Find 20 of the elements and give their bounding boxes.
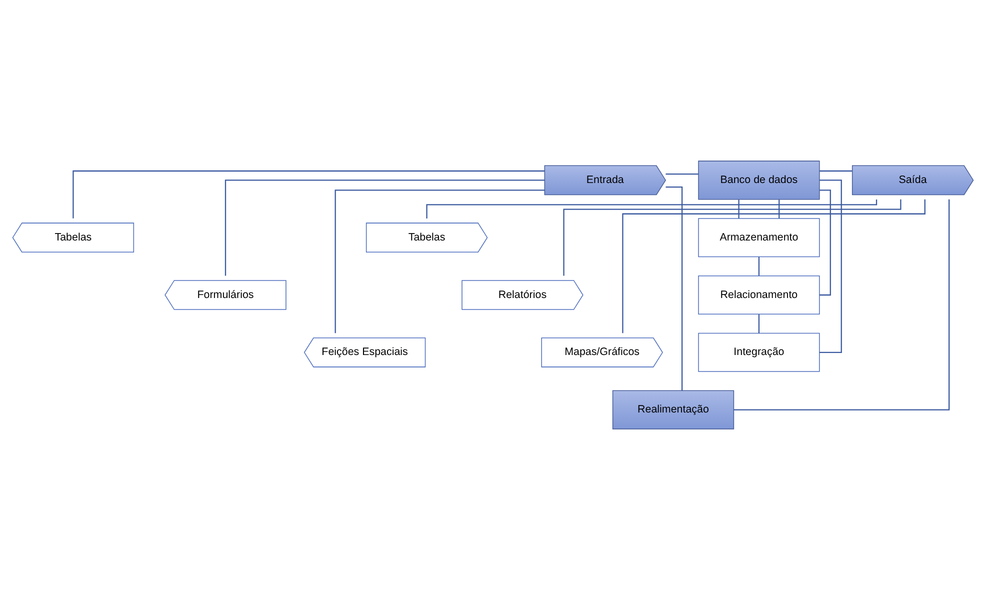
connector [820, 189, 831, 296]
node-box: Relacionamento [698, 274, 820, 314]
node-box: Realimentação [612, 390, 734, 429]
connector [224, 179, 545, 276]
connector [734, 198, 950, 410]
connector [334, 189, 545, 333]
connector [820, 170, 852, 172]
connector [622, 198, 926, 333]
node-box: Armazenamento [698, 218, 820, 257]
connector [666, 186, 683, 390]
connector [72, 170, 545, 218]
connector [738, 199, 740, 218]
connector [758, 256, 760, 276]
node-box: Integração [698, 332, 820, 372]
connector [563, 198, 902, 276]
node-box: Banco de dados [698, 160, 820, 200]
connector [758, 314, 760, 333]
connector [820, 179, 842, 352]
connector [666, 173, 698, 174]
connector [778, 199, 780, 218]
